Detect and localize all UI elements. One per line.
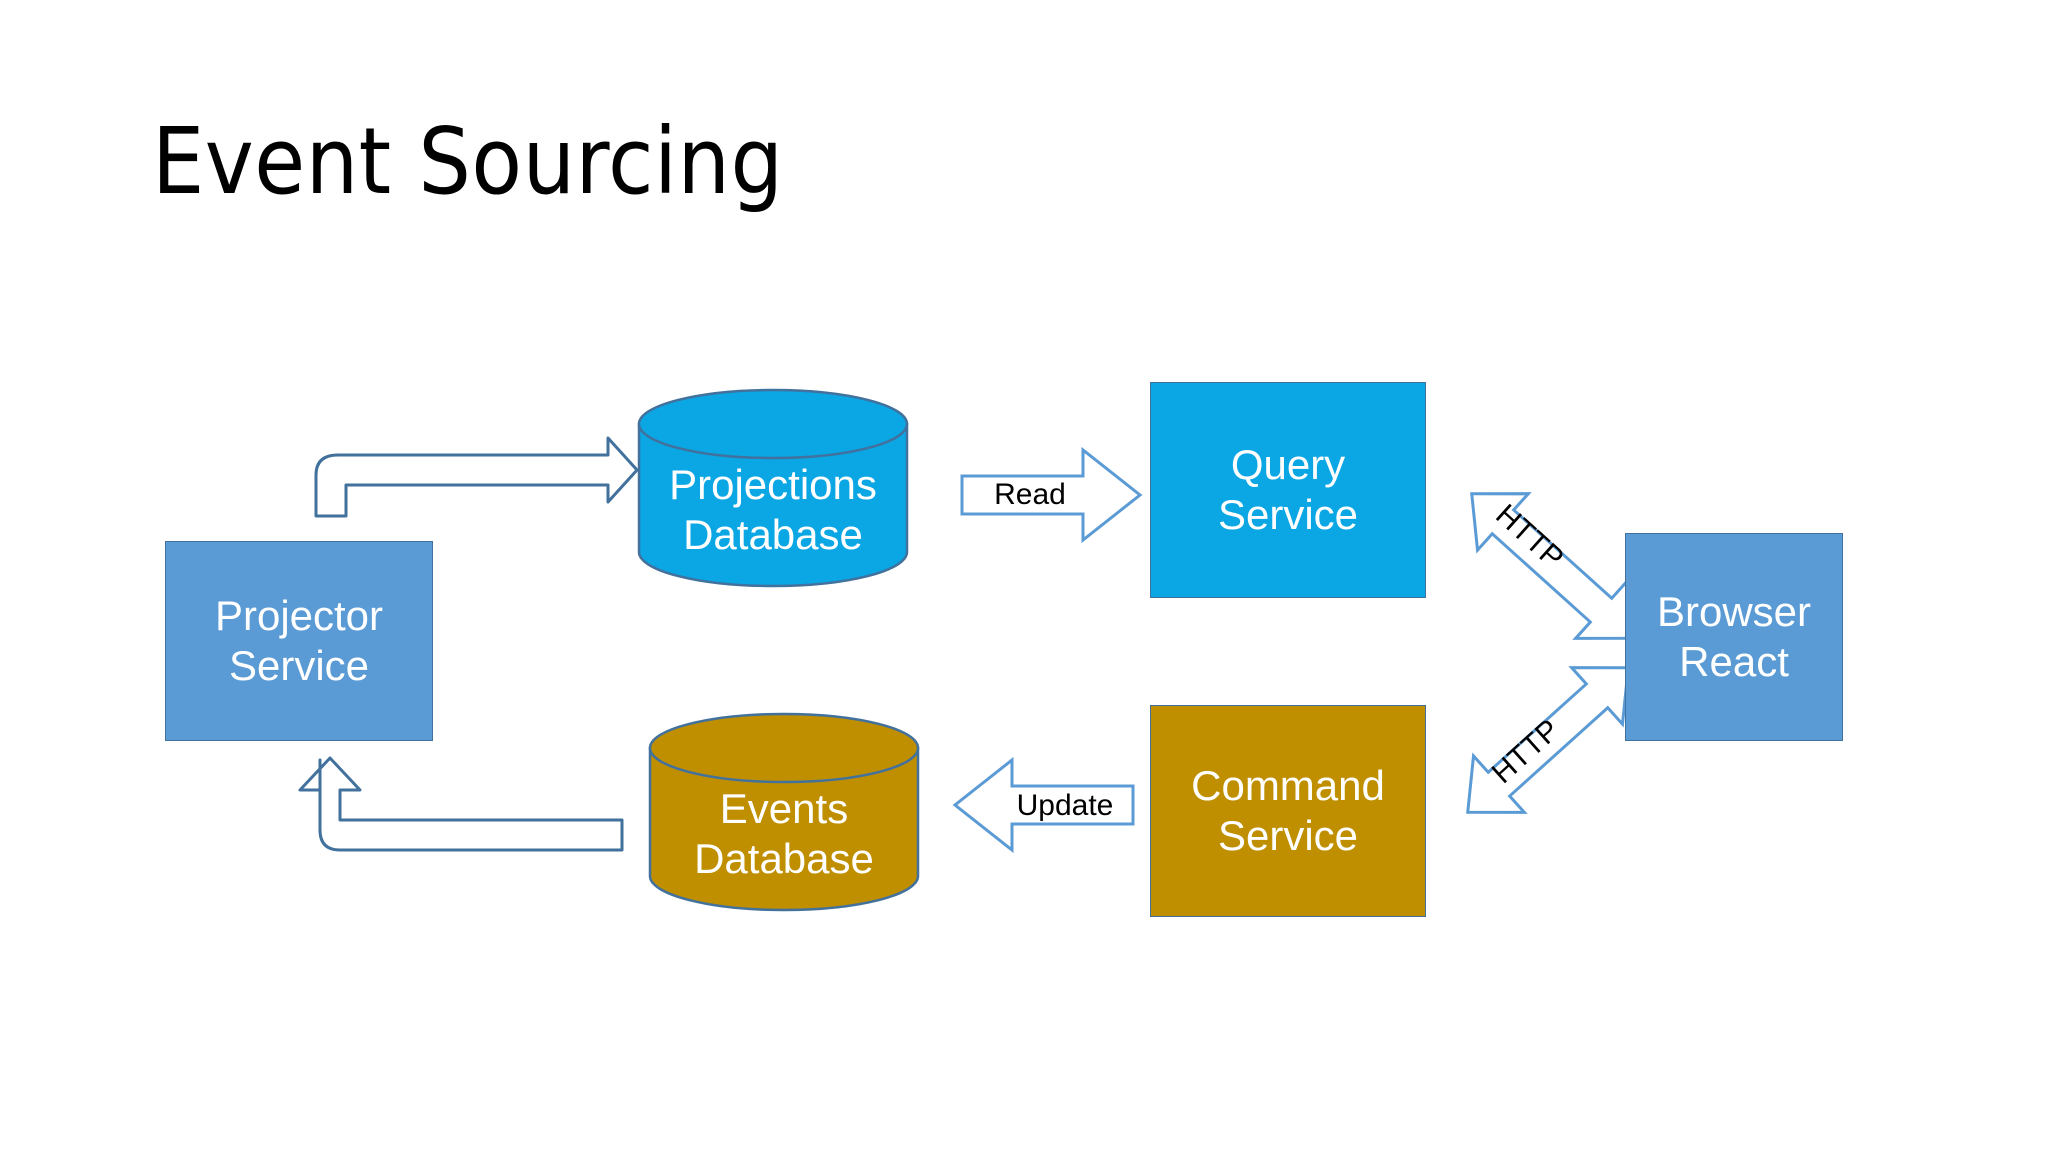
arrow-projector-to-projections bbox=[314, 436, 639, 518]
node-label-line2: Service bbox=[228, 642, 370, 689]
node-events-database[interactable]: Events Database bbox=[648, 712, 920, 912]
node-label-line2: Service bbox=[1217, 491, 1359, 538]
cylinder-shape-projections bbox=[637, 388, 909, 588]
node-projector-service[interactable]: Projector Service bbox=[165, 541, 433, 741]
arrow-events-to-projector bbox=[298, 756, 624, 852]
node-projections-database[interactable]: Projections Database bbox=[637, 388, 909, 588]
arrow-read bbox=[960, 446, 1143, 544]
node-label-line1: Query bbox=[1230, 441, 1346, 489]
page-title: Event Sourcing bbox=[152, 108, 784, 215]
node-label-line1: Browser bbox=[1656, 588, 1812, 636]
node-label-line1: Projector bbox=[214, 592, 384, 640]
arrow-label-update: Update bbox=[1016, 789, 1114, 822]
cylinder-shape-events bbox=[648, 712, 920, 912]
node-label-line2: React bbox=[1679, 638, 1789, 685]
node-command-service[interactable]: Command Service bbox=[1150, 705, 1426, 917]
node-label-line2: Service bbox=[1217, 812, 1359, 859]
arrow-label-read: Read bbox=[994, 478, 1066, 511]
arrow-update bbox=[952, 756, 1135, 854]
node-label-line1: Command bbox=[1191, 762, 1385, 810]
node-browser-react[interactable]: Browser React bbox=[1625, 533, 1843, 741]
node-query-service[interactable]: Query Service bbox=[1150, 382, 1426, 598]
